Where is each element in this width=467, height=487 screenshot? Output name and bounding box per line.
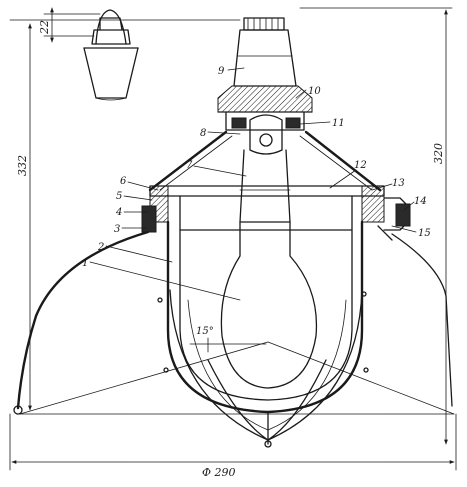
callout-10: 10 — [308, 86, 321, 97]
callout-labels: 1 2 3 4 5 6 7 8 9 10 11 12 13 14 15 — [82, 66, 431, 269]
dim-clip-height: 22 — [38, 20, 51, 35]
dim-height-left: 332 — [16, 155, 29, 176]
dim-height-right: 320 — [432, 143, 445, 164]
lid-assembly — [217, 85, 313, 155]
callout-5: 5 — [116, 191, 122, 202]
lamp-bulb — [220, 221, 318, 389]
upper-reflector — [148, 130, 382, 192]
leader-lines — [89, 67, 417, 301]
callout-4: 4 — [115, 207, 122, 218]
callout-8: 8 — [200, 128, 206, 139]
callout-6: 6 — [120, 176, 127, 187]
protective-glass — [166, 220, 364, 414]
center-axis — [189, 337, 267, 353]
wire-guard — [157, 289, 369, 448]
callout-12: 12 — [354, 160, 367, 171]
callout-11: 11 — [332, 118, 345, 129]
callout-3: 3 — [114, 224, 120, 235]
callout-15: 15 — [418, 228, 431, 239]
dimension-lines — [9, 7, 457, 471]
callout-2: 2 — [97, 242, 104, 253]
dim-diameter: Φ 290 — [202, 466, 236, 479]
socket-housing — [233, 17, 297, 87]
clip-detail-inset — [43, 7, 139, 101]
callout-1: 1 — [82, 258, 88, 269]
outer-reflector — [13, 230, 455, 415]
dim-angle: 15° — [196, 326, 214, 337]
callout-7: 7 — [186, 160, 193, 171]
callout-13: 13 — [392, 178, 405, 189]
housing-ring — [141, 185, 411, 241]
dimension-labels: 22 332 320 Φ 290 15° — [16, 20, 445, 479]
callout-14: 14 — [414, 196, 427, 207]
callout-9: 9 — [218, 66, 225, 77]
